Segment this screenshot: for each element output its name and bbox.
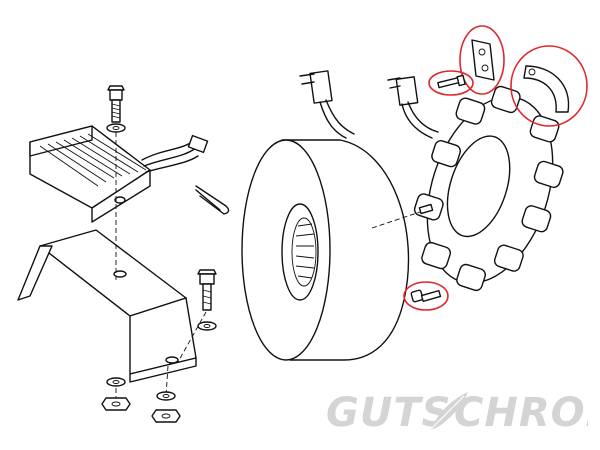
center-line	[371, 211, 421, 229]
hex-nut	[101, 397, 131, 411]
bracket-bolt	[197, 269, 217, 311]
regulator-bolt	[107, 85, 125, 123]
highlight-retaining-plate	[459, 25, 505, 95]
rotor	[241, 139, 410, 361]
stator	[413, 85, 564, 292]
feather-icon	[429, 392, 468, 431]
regulator-bracket	[17, 229, 197, 383]
highlight-wire-clip	[510, 45, 588, 127]
center-line	[165, 365, 169, 397]
brand-word-left: GUTS	[326, 390, 451, 434]
regulator-washer	[106, 123, 126, 133]
brand-watermark: GUTS CHROME	[326, 390, 588, 434]
lock-washer	[156, 391, 176, 401]
brand-word-right: CHROME	[454, 390, 588, 434]
highlight-circle	[428, 70, 474, 96]
highlight-stator-screw	[428, 70, 474, 96]
stator-plug	[387, 76, 439, 139]
lock-washer	[197, 321, 217, 331]
voltage-regulator	[29, 125, 151, 223]
stator-screw	[418, 203, 434, 215]
highlight-circle	[403, 281, 449, 311]
hex-nut	[151, 409, 181, 423]
highlight-circle	[459, 25, 505, 95]
highlight-rotor-bolt	[403, 281, 449, 311]
stator-plug	[299, 70, 355, 139]
lock-washer	[106, 377, 126, 387]
regulator-wires	[141, 134, 209, 173]
center-line	[177, 311, 207, 363]
highlight-circle	[510, 45, 588, 127]
hair-pin-clip	[195, 185, 230, 215]
